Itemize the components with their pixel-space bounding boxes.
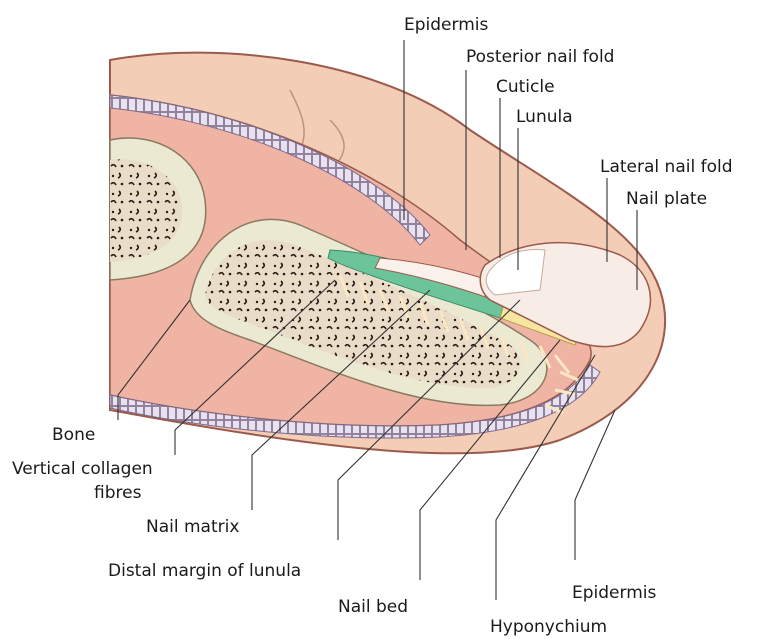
- label-vertical-collagen-line2: fibres: [94, 483, 142, 503]
- label-nail-plate: Nail plate: [626, 189, 707, 209]
- label-epidermis-top: Epidermis: [404, 15, 488, 35]
- label-bone: Bone: [52, 425, 95, 445]
- label-cuticle: Cuticle: [496, 77, 555, 97]
- label-distal-margin-of-lunula: Distal margin of lunula: [108, 561, 301, 581]
- label-hyponychium: Hyponychium: [490, 617, 607, 637]
- label-nail-matrix: Nail matrix: [146, 517, 239, 537]
- label-epidermis-bottom: Epidermis: [572, 583, 656, 603]
- label-posterior-nail-fold: Posterior nail fold: [466, 47, 614, 67]
- label-nail-bed: Nail bed: [338, 597, 408, 617]
- label-lateral-nail-fold: Lateral nail fold: [600, 157, 733, 177]
- label-lunula: Lunula: [516, 107, 573, 127]
- label-vertical-collagen-line1: Vertical collagen: [12, 459, 153, 479]
